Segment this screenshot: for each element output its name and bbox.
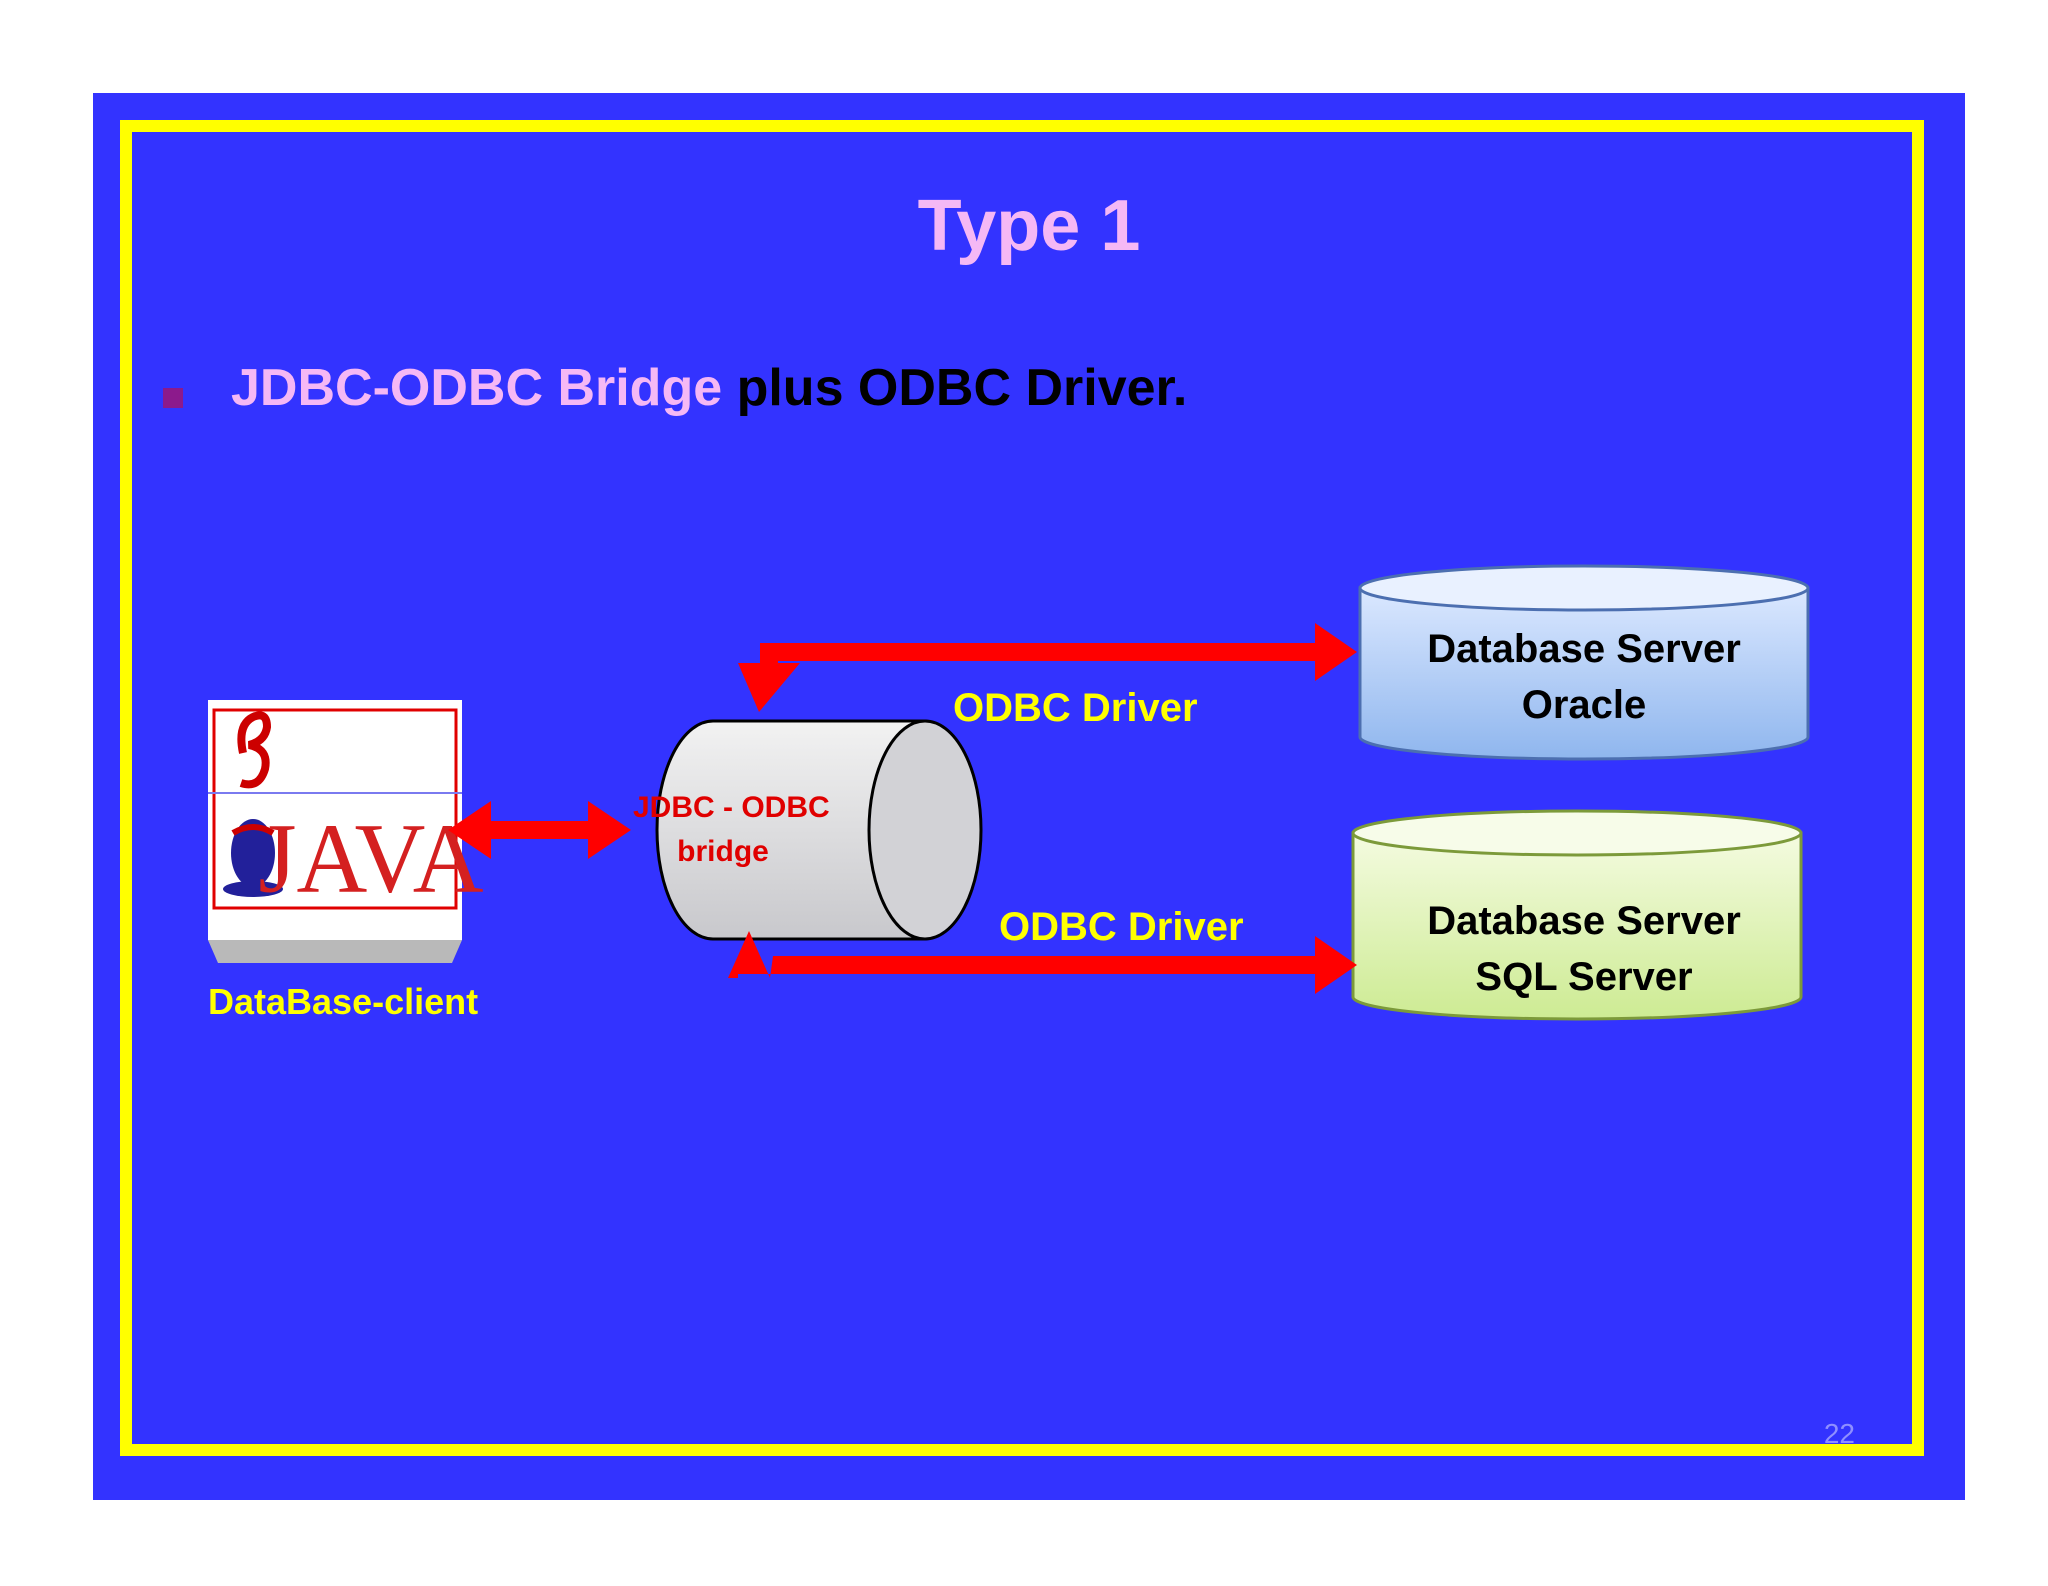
bridge-cylinder — [655, 719, 983, 941]
oracle-arrow — [738, 623, 1357, 712]
java-client-box: JAVA — [208, 700, 484, 963]
oracle-db-label: Database Server Oracle — [1360, 621, 1808, 733]
bridge-label: JDBC - ODBC bridge — [633, 786, 830, 874]
bullet-rest: plus ODBC Driver. — [722, 359, 1188, 417]
bullet-highlight: JDBC-ODBC Bridge — [231, 359, 723, 417]
client-label: DataBase-client — [208, 981, 479, 1022]
bottom-odbc-driver-label: ODBC Driver — [999, 905, 1244, 949]
slide-frame — [120, 120, 1924, 1456]
page-number: 22 — [1823, 1418, 1855, 1449]
bullet-square-icon — [163, 388, 183, 408]
slide-title: Type 1 — [917, 186, 1141, 266]
client-bridge-arrow — [448, 801, 631, 859]
oracle-db-line2: Oracle — [1521, 683, 1647, 727]
sql-db-line1: Database Server — [1427, 899, 1741, 943]
oracle-db-cylinder — [1358, 564, 1810, 761]
bullet-text: JDBC-ODBC Bridge plus ODBC Driver. — [231, 358, 1187, 418]
bridge-label-line2: bridge — [677, 835, 769, 868]
architecture-diagram: JAVA — [208, 564, 1810, 1021]
java-cup-icon — [223, 711, 283, 897]
sql-arrow — [728, 931, 1357, 994]
sql-db-cylinder — [1351, 809, 1803, 1021]
slide: Type 1 JDBC-ODBC Bridge plus ODBC Driver… — [93, 93, 1965, 1500]
top-odbc-driver-label: ODBC Driver — [953, 686, 1198, 730]
oracle-db-line1: Database Server — [1427, 627, 1741, 671]
sql-db-line2: SQL Server — [1475, 955, 1693, 999]
java-logo-text: JAVA — [258, 804, 483, 914]
bridge-label-line1: JDBC - ODBC — [633, 791, 830, 824]
sql-db-label: Database Server SQL Server — [1360, 893, 1808, 1005]
